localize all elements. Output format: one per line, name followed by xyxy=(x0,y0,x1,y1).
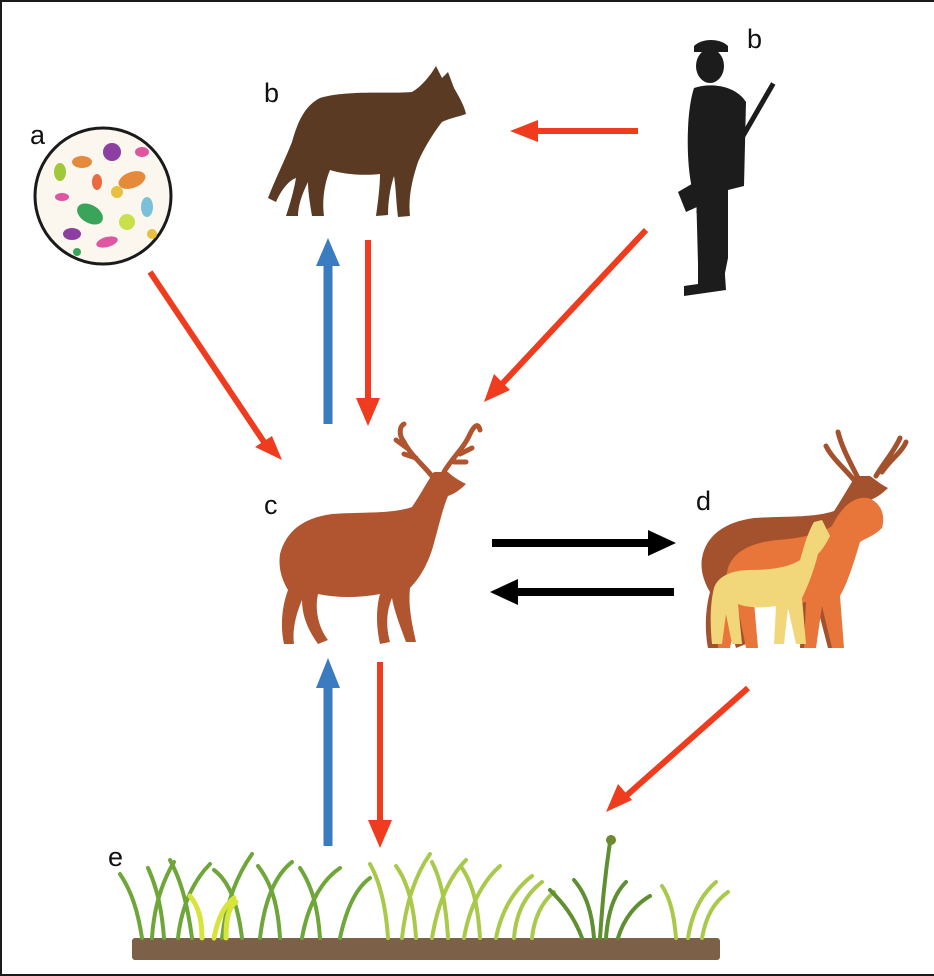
red-deer-icon xyxy=(279,424,480,644)
label-d: d xyxy=(696,488,711,515)
arrow-hunter-to-deer xyxy=(484,230,646,402)
label-b-hunter: b xyxy=(747,26,762,53)
arrow-deer-to-vegetation xyxy=(368,662,392,848)
hunter-icon xyxy=(678,40,775,296)
grassland-icon xyxy=(120,835,728,960)
arrow-deer-to-wolf xyxy=(316,238,340,424)
arrow-hunter-to-wolf xyxy=(510,120,638,142)
arrow-vegetation-to-deer xyxy=(316,658,340,846)
arrow-microbes-to-deer xyxy=(150,272,282,460)
wolf-icon xyxy=(268,66,466,217)
label-a: a xyxy=(30,122,45,149)
label-c: c xyxy=(264,492,278,519)
label-e: e xyxy=(108,844,123,871)
ungulate-group-icon xyxy=(701,432,906,648)
microbes-icon xyxy=(35,128,171,264)
arrow-others-to-vegetation xyxy=(606,688,748,812)
arrow-others-to-deer xyxy=(490,579,674,605)
label-b-wolf: b xyxy=(264,80,279,107)
arrow-deer-to-others xyxy=(492,530,676,556)
arrow-wolf-to-deer xyxy=(356,240,380,426)
